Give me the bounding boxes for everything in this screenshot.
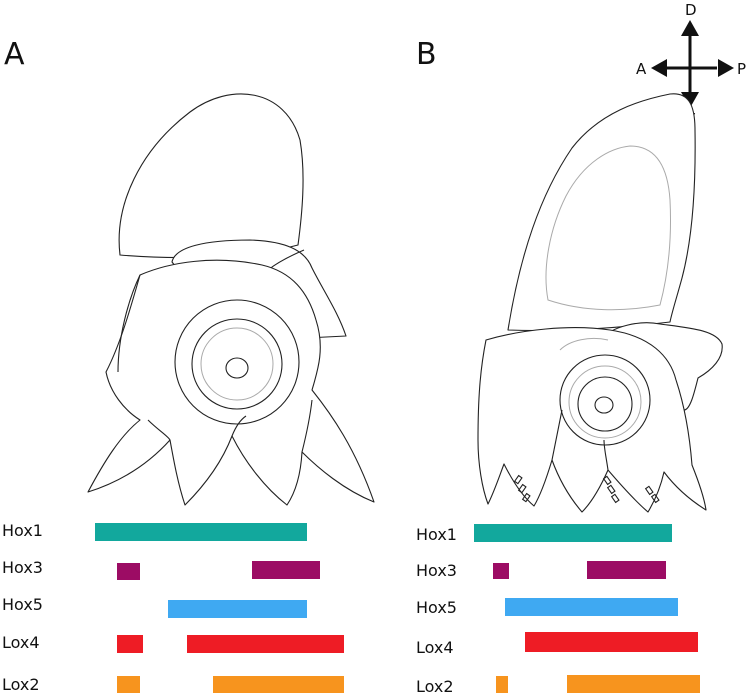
panel-a-tentacle-crease-2 <box>231 415 247 437</box>
panel-b-mouth-center <box>594 396 614 414</box>
panel-b-hox5-bar <box>505 598 678 616</box>
dorsal-arrow-icon <box>681 20 699 36</box>
panel-b-gene-label-hox5: Hox5 <box>416 598 457 617</box>
panel-b-hox1-bar <box>474 524 672 542</box>
panel-a-gene-label-hox1: Hox1 <box>2 521 43 540</box>
panel-b-gene-label-lox2: Lox2 <box>416 677 454 696</box>
panel-a-gene-label-hox3: Hox3 <box>2 558 43 577</box>
panel-a-larva-drawing <box>87 93 375 506</box>
panel-a-tentacle-crease-3 <box>301 399 313 453</box>
panel-a-tentacle-crease-1 <box>147 419 171 441</box>
panel-a-anterior-flap <box>117 274 141 373</box>
panel-a-lox2-bar-1 <box>117 676 140 693</box>
panel-a-hox3-bar-1 <box>117 563 140 580</box>
panel-a-lox4-bar-2 <box>187 635 344 653</box>
panel-a-mouth-center <box>225 357 249 379</box>
panel-a-hox1-bar <box>95 523 307 541</box>
panel-b-cilia-ticks <box>513 474 660 504</box>
panel-b-dorsal-lobe-inner <box>545 145 672 311</box>
anterior-arrow-icon <box>651 59 667 77</box>
panel-b-gene-label-lox4: Lox4 <box>416 638 454 657</box>
panel-b-body <box>477 327 707 513</box>
panel-a-hox5-bar <box>168 600 307 618</box>
panel-b-mouth-inner <box>577 376 633 432</box>
panel-a-gene-label-hox5: Hox5 <box>2 595 43 614</box>
panel-b-lox2-bar-2 <box>567 675 700 693</box>
panel-b-dorsal-lobe <box>507 93 696 332</box>
panel-b-hox3-bar-2 <box>587 561 666 579</box>
panel-b-larva-drawing <box>477 93 723 513</box>
posterior-arrow-icon <box>718 59 734 77</box>
panel-a-letter: A <box>4 37 25 72</box>
panel-a-lox4-bar-1 <box>117 635 143 653</box>
panel-b-letter: B <box>416 37 437 72</box>
panel-b-body-inner-curve <box>559 337 609 351</box>
panel-b-tentacle-crease-2 <box>603 439 609 471</box>
panel-a-mouth-middle <box>191 318 283 410</box>
panel-b-lox4-bar <box>525 632 698 652</box>
panel-a-dorsal-lobe <box>118 93 304 259</box>
panel-b-gene-label-hox1: Hox1 <box>416 525 457 544</box>
panel-a-gene-label-lox4: Lox4 <box>2 633 40 652</box>
panel-b-tentacle-crease-1 <box>551 409 563 461</box>
ventral-arrow-icon <box>681 92 699 108</box>
dorsal-label: D <box>685 1 697 19</box>
panel-b-mouth-outer <box>559 354 651 446</box>
panel-a-mouth-outer <box>174 299 300 425</box>
panel-b-gene-label-hox3: Hox3 <box>416 561 457 580</box>
panel-a-hox3-bar-2 <box>252 561 320 579</box>
panel-a-body <box>87 259 375 506</box>
panel-b-lox2-bar-1 <box>496 676 508 693</box>
panel-a-lox2-bar-2 <box>213 676 344 693</box>
panel-a-mouth-inner <box>200 327 274 401</box>
panel-a-gene-label-lox2: Lox2 <box>2 675 40 694</box>
posterior-label: P <box>737 60 746 78</box>
panel-b-hox3-bar-1 <box>493 563 509 579</box>
anterior-label: A <box>636 60 647 78</box>
panel-b-mouth-middle <box>568 365 642 439</box>
